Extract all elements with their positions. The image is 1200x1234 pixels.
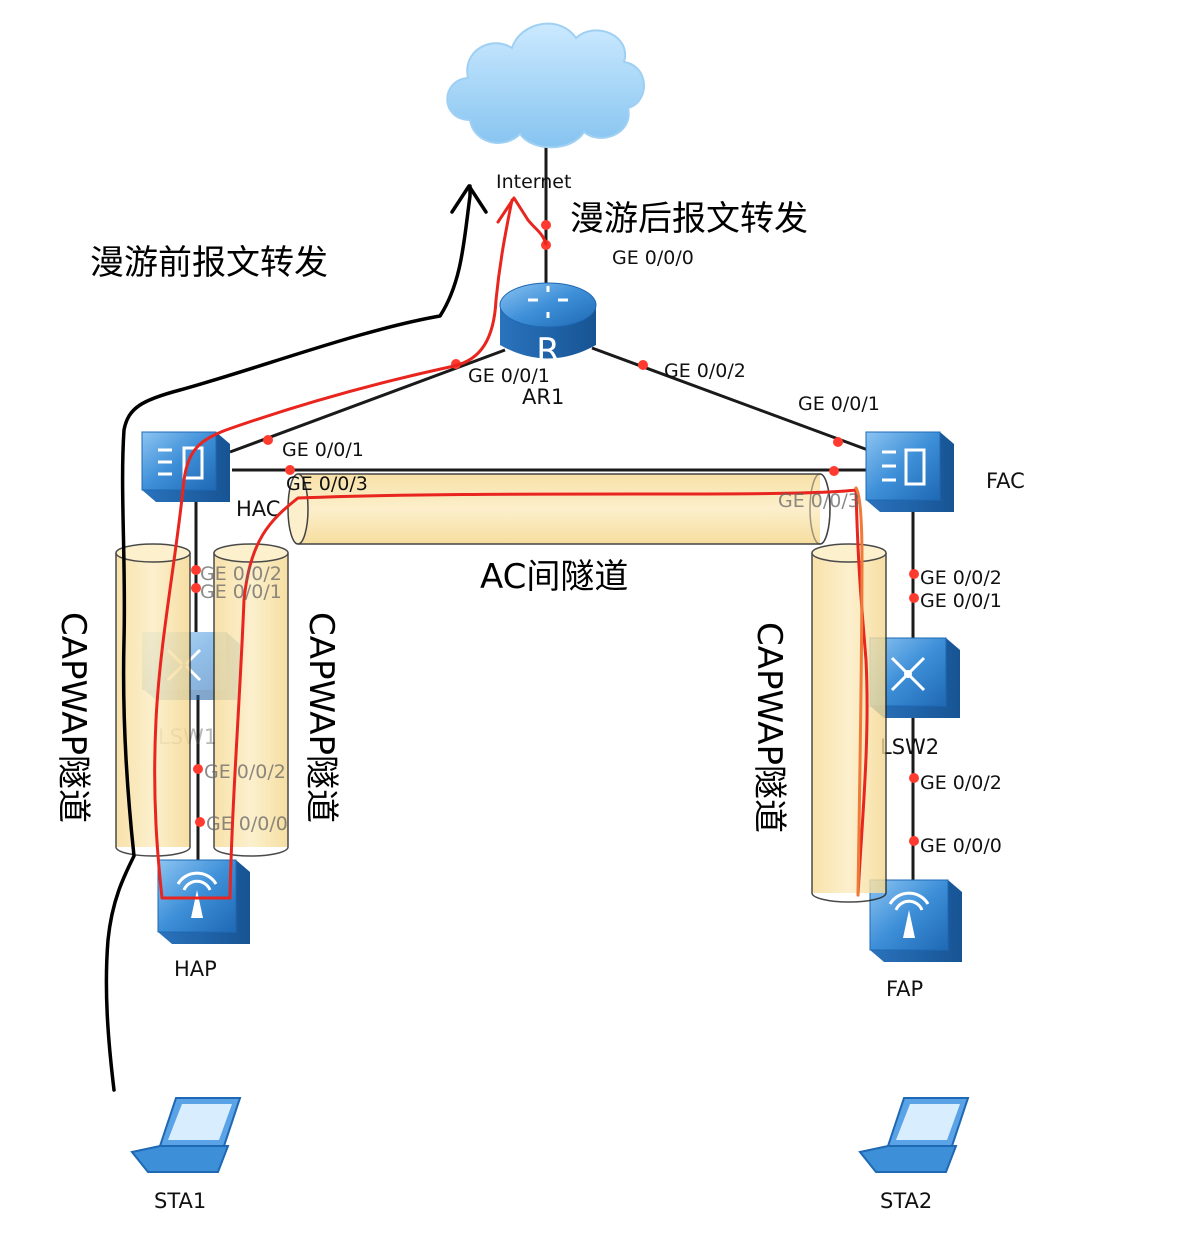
cloud-icon bbox=[446, 22, 645, 149]
port-lsw2-ge001: GE 0/0/1 bbox=[920, 590, 1002, 612]
router-ar1[interactable]: R AR1 bbox=[499, 282, 597, 409]
router-glyph: R bbox=[536, 331, 560, 371]
annotations: 漫游前报文转发 漫游后报文转发 AC间隧道 CAPWAP隧道 CAPWAP隧道 … bbox=[53, 199, 808, 833]
hap-label: HAP bbox=[174, 957, 217, 981]
laptop-icon bbox=[858, 1097, 970, 1173]
port-lsw2-ge002: GE 0/0/2 bbox=[920, 772, 1002, 794]
router-icon: R bbox=[499, 282, 597, 371]
port-labels: GE 0/0/0 GE 0/0/1 GE 0/0/2 GE 0/0/1 GE 0… bbox=[200, 247, 1002, 857]
internet-node: Internet bbox=[446, 22, 645, 193]
tunnels bbox=[115, 473, 887, 903]
port-fac-ge001: GE 0/0/1 bbox=[798, 393, 880, 415]
path-after-roaming bbox=[153, 198, 869, 900]
port-hac-ge001: GE 0/0/1 bbox=[282, 439, 364, 461]
capwap-tunnel-left-a bbox=[115, 543, 191, 857]
port-hac-ge002: GE 0/0/2 bbox=[200, 563, 282, 585]
station-sta2[interactable]: STA2 bbox=[858, 1097, 970, 1213]
access-point-icon bbox=[869, 879, 962, 962]
path-after-arrow bbox=[496, 196, 530, 224]
lsw2-label: LSW2 bbox=[880, 735, 939, 759]
port-hac-ge003: GE 0/0/3 bbox=[286, 473, 368, 495]
ac-inter-tunnel bbox=[287, 473, 831, 545]
port-ar1-ge001: GE 0/0/1 bbox=[468, 365, 550, 387]
port-lsw2-ge000: GE 0/0/0 bbox=[920, 835, 1002, 857]
port-ar1-ge002: GE 0/0/2 bbox=[664, 360, 746, 382]
access-point-hap[interactable]: HAP bbox=[157, 859, 250, 981]
port-lsw1-ge001: GE 0/0/1 bbox=[200, 581, 282, 603]
path-after-fac bbox=[854, 486, 864, 897]
fap-label: FAP bbox=[886, 977, 923, 1001]
path-before-roaming bbox=[104, 184, 472, 1092]
ar1-label: AR1 bbox=[522, 385, 564, 409]
port-lsw1-ge000: GE 0/0/0 bbox=[206, 813, 288, 835]
controller-hac[interactable]: HAC bbox=[141, 431, 280, 521]
label-capwap-right: CAPWAP隧道 bbox=[749, 622, 789, 833]
access-point-icon bbox=[157, 859, 250, 944]
capwap-tunnel-right bbox=[811, 543, 887, 903]
access-controller-icon bbox=[865, 431, 954, 512]
fac-label: FAC bbox=[986, 469, 1025, 493]
path-after-top-stub bbox=[526, 218, 548, 246]
capwap-tunnel-left-b bbox=[213, 543, 289, 857]
laptop-icon bbox=[130, 1097, 242, 1173]
controller-fac[interactable]: FAC bbox=[865, 431, 1025, 512]
access-point-fap[interactable]: FAP bbox=[869, 879, 962, 1001]
internet-label: Internet bbox=[496, 171, 571, 193]
sta1-label: STA1 bbox=[154, 1189, 206, 1213]
path-before-arrow bbox=[450, 184, 488, 214]
port-lsw1-ge002: GE 0/0/2 bbox=[204, 761, 286, 783]
label-before-roaming: 漫游前报文转发 bbox=[90, 243, 328, 283]
hac-label: HAC bbox=[236, 497, 280, 521]
port-fac-ge002: GE 0/0/2 bbox=[920, 567, 1002, 589]
forwarding-paths bbox=[104, 184, 869, 1092]
label-capwap-left-b: CAPWAP隧道 bbox=[301, 612, 341, 823]
sta2-label: STA2 bbox=[880, 1189, 932, 1213]
label-after-roaming: 漫游后报文转发 bbox=[570, 199, 808, 239]
port-ar1-ge000: GE 0/0/0 bbox=[612, 247, 694, 269]
label-capwap-left-a: CAPWAP隧道 bbox=[53, 612, 93, 823]
port-fac-ge003: GE 0/0/3 bbox=[778, 490, 860, 512]
station-sta1[interactable]: STA1 bbox=[130, 1097, 242, 1213]
label-ac-tunnel: AC间隧道 bbox=[480, 557, 628, 597]
